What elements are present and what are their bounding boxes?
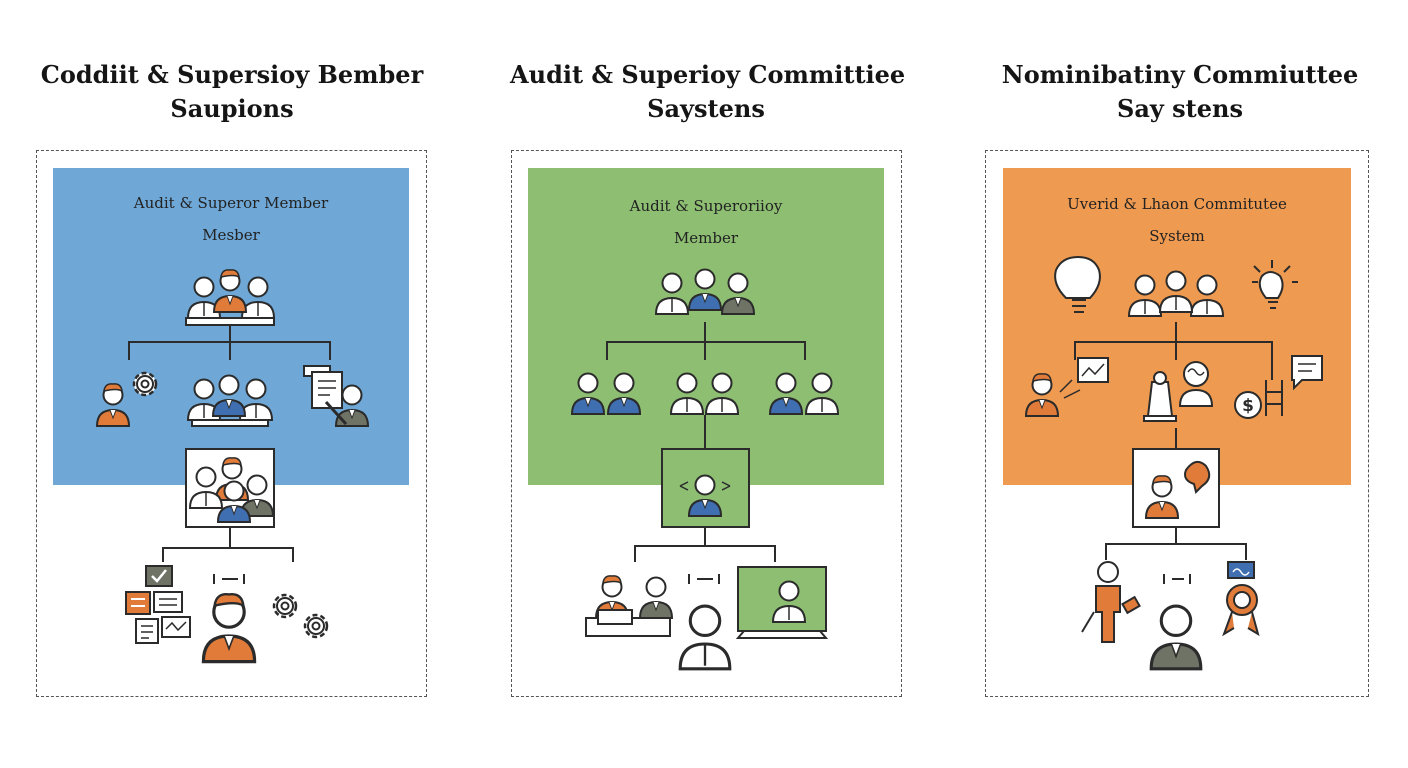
gear-icon: [272, 593, 329, 639]
people-group-icon: [185, 268, 275, 326]
column-2-frame: [511, 150, 902, 697]
separator-marks: [213, 574, 245, 584]
separator-marks: [688, 574, 720, 584]
column-2-title-line2: Saystens: [647, 94, 765, 123]
award-ribbon-icon: [1222, 561, 1260, 637]
org-connector-lower: [162, 527, 294, 562]
people-group-icon: [655, 268, 755, 315]
column-1-title-line2: Saupions: [170, 94, 294, 123]
org-connector: [128, 325, 331, 360]
column-1-panel-line2: Mesber: [202, 226, 260, 244]
org-connector: [1074, 322, 1273, 380]
member-icon: [1149, 604, 1203, 671]
column-1-title-line1: Coddiit & Supersioy Bember: [40, 60, 424, 89]
column-1-panel-line1: Audit & Superor Member: [133, 194, 329, 212]
people-group-icon: [1128, 270, 1224, 317]
svg-text:$: $: [1242, 396, 1254, 416]
column-2-panel-line2: Member: [673, 229, 739, 247]
checklist-icon: [125, 565, 191, 644]
separator-marks: [1163, 574, 1191, 584]
column-2-title: Audit & Superioy Committiee Saystens: [510, 58, 906, 126]
org-connector: [606, 322, 806, 360]
strategist-icon: [1081, 561, 1141, 643]
lightbulb-spark-icon: [1252, 260, 1298, 309]
lightbulb-icon: [1054, 255, 1101, 313]
chess-piece-icon: [1143, 371, 1177, 422]
member-pair-1-icon: [571, 372, 641, 415]
column-3-panel-line1: Uverid & Lhaon Commitutee: [1067, 195, 1287, 213]
column-3-title: Nominibatiny Commiuttee Say stens: [984, 58, 1376, 126]
column-3-title-line2: Say stens: [1116, 94, 1243, 123]
desk-workers-icon: [585, 574, 673, 637]
column-1-frame: [36, 150, 427, 697]
column-2-panel-line1: Audit & Superoriioy: [629, 197, 783, 215]
column-1-title: Coddiit & Supersioy Bember Saupions: [36, 58, 428, 126]
member-pair-2-icon: [670, 372, 739, 415]
column-3-frame: [985, 150, 1369, 697]
column-1-panel-label: Audit & Superor Member Mesber: [53, 187, 409, 251]
dollar-icon: $: [1234, 380, 1283, 419]
gear-person-icon: [96, 371, 158, 427]
chart-icon: [1025, 357, 1109, 417]
lead-person-icon: [201, 592, 257, 664]
column-2-panel-label: Audit & Superoriioy Member: [528, 190, 884, 254]
advisor-icon: [1132, 448, 1220, 528]
document-pen-icon: [303, 365, 369, 427]
member-icon: [678, 604, 732, 671]
committee-members-icon: [187, 374, 273, 427]
central-member-icon: [661, 448, 750, 528]
speech-bubble-icon: [1291, 355, 1323, 391]
monitor-person-icon: [735, 566, 829, 639]
member-pair-3-icon: [769, 372, 839, 415]
column-3-title-line1: Nominibatiny Commiuttee: [1001, 60, 1359, 89]
org-connector-lower: [1105, 527, 1247, 560]
team-photo-icon: [185, 448, 275, 528]
column-3-panel-line2: System: [1149, 227, 1205, 245]
org-connector-lower: [634, 527, 776, 562]
column-2-title-line1: Audit & Superioy Committiee: [510, 60, 906, 89]
column-3-panel-label: Uverid & Lhaon Commitutee System: [1003, 188, 1351, 252]
thinking-person-icon: [1178, 361, 1214, 407]
